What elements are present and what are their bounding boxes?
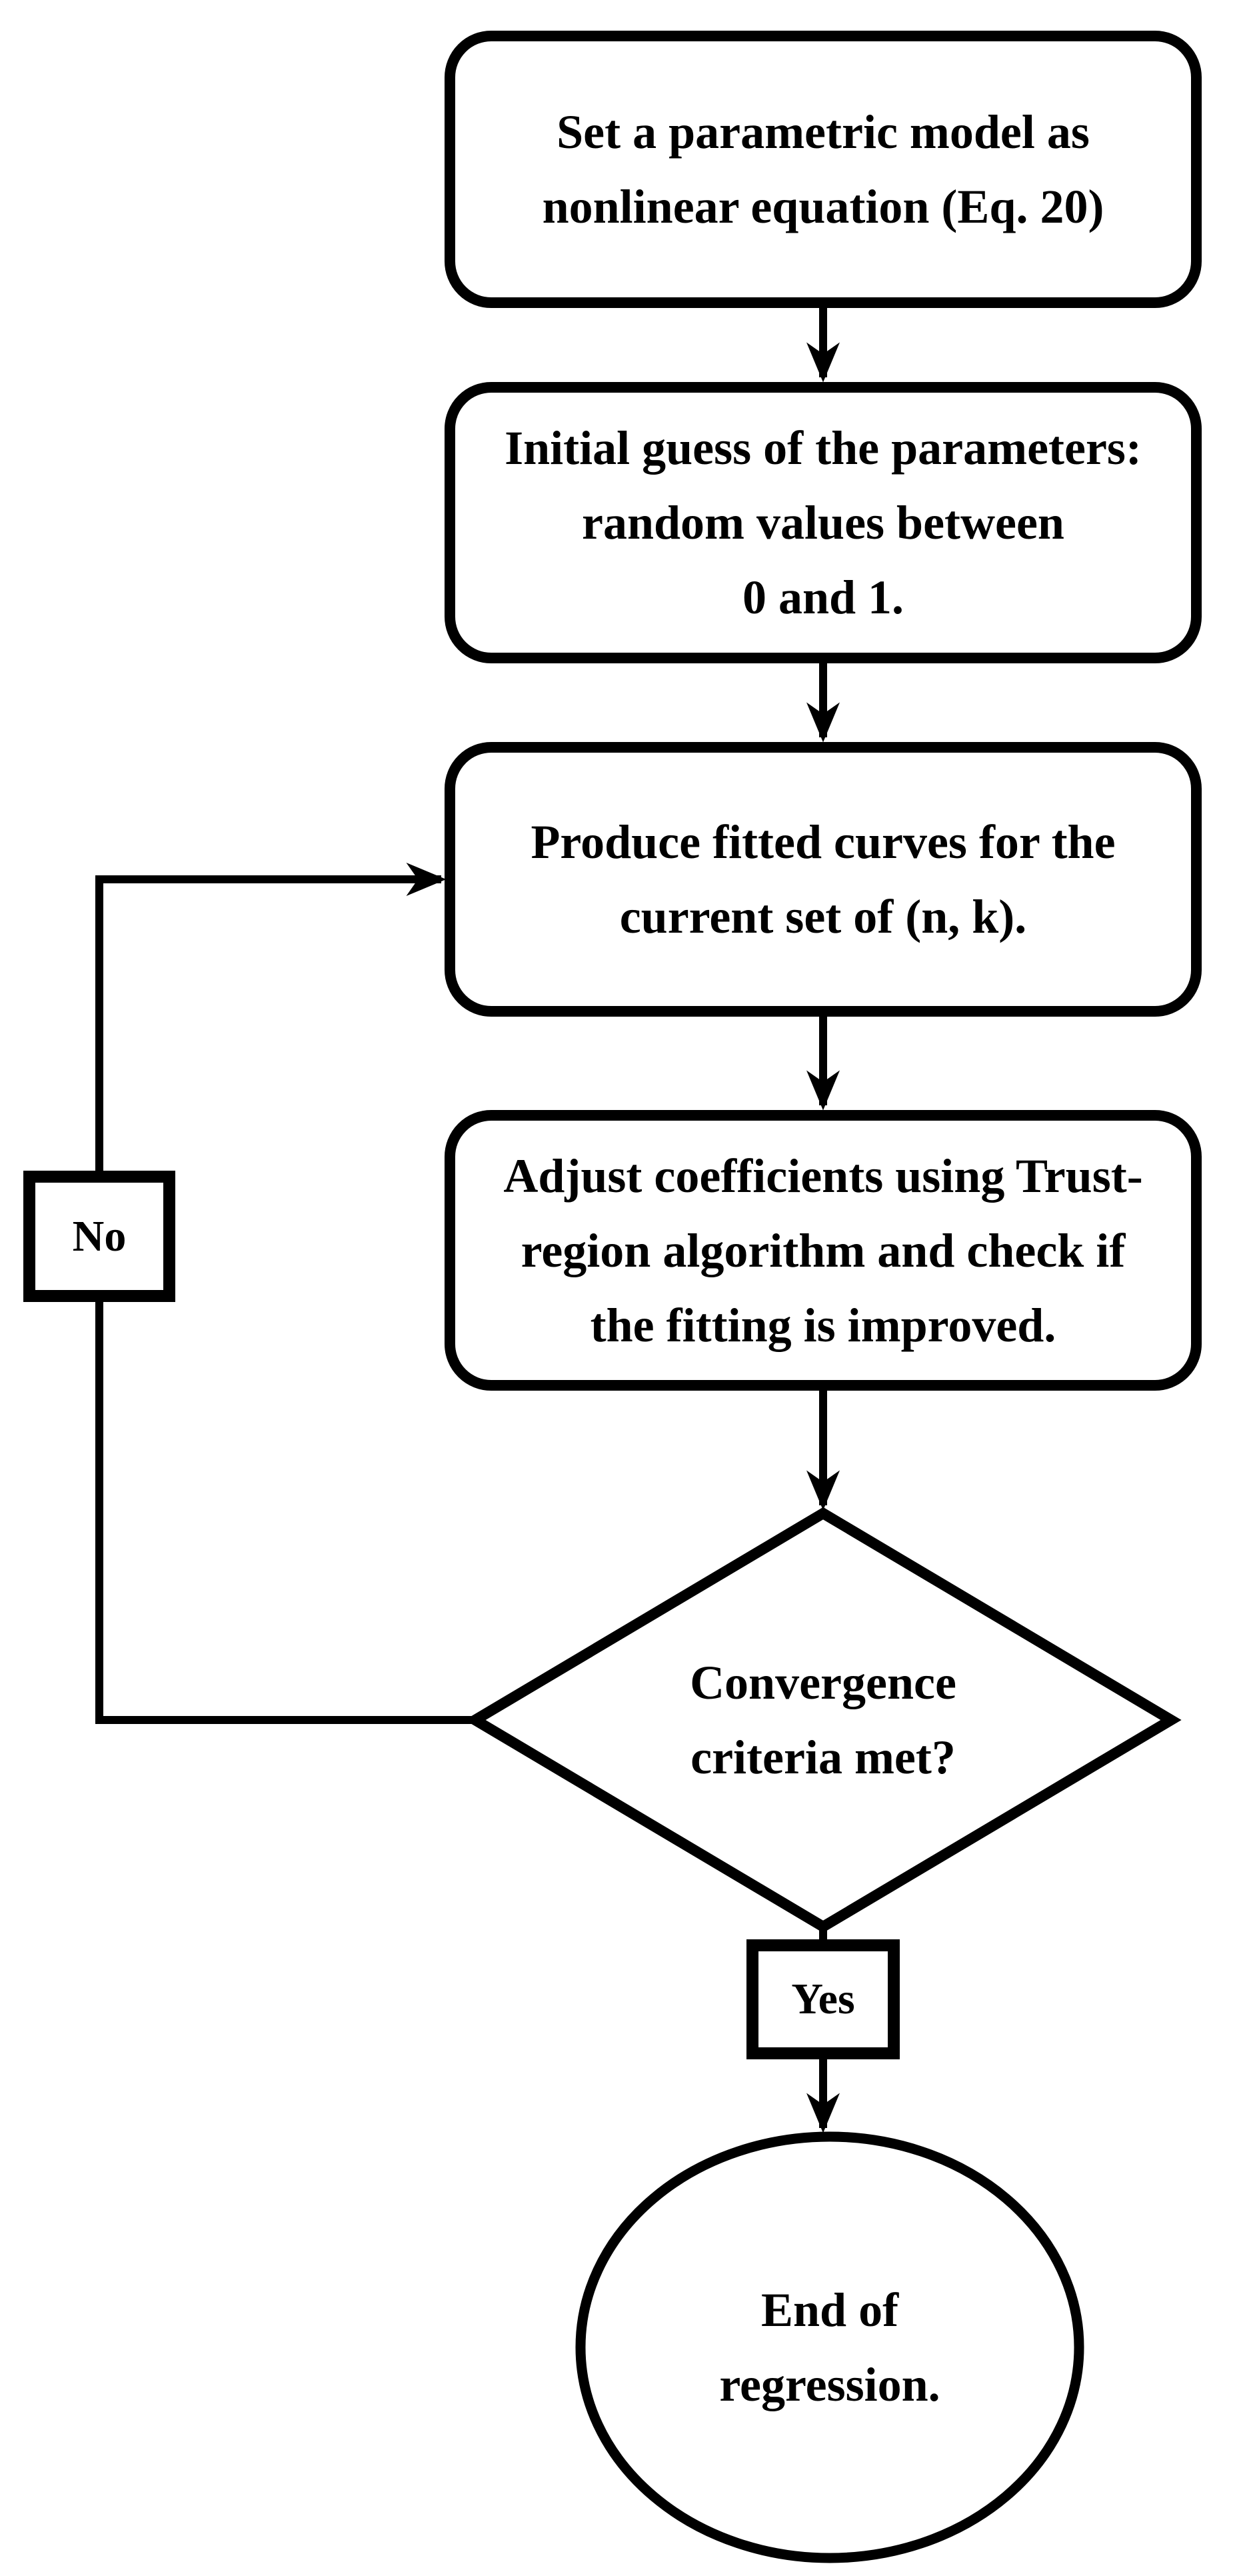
yes-label: Yes xyxy=(752,1945,894,2053)
text-line: nonlinear equation (Eq. 20) xyxy=(542,180,1104,233)
produce-curves-text: Produce fitted curves for the current se… xyxy=(450,747,1196,1011)
text-line: Convergence xyxy=(690,1656,956,1709)
process-box-produce-curves xyxy=(445,742,1202,1017)
convergence-decision-text: Convergence criteria met? xyxy=(490,1587,1156,1853)
process-box-initial-guess xyxy=(445,382,1202,663)
text-line: criteria met? xyxy=(690,1731,956,1784)
initial-guess-text: Initial guess of the parameters: random … xyxy=(450,387,1196,658)
text-line: Yes xyxy=(791,1975,855,2023)
process-box-set-model xyxy=(445,31,1202,308)
set-model-text: Set a parametric model as nonlinear equa… xyxy=(450,36,1196,303)
text-line: End of xyxy=(760,2283,899,2337)
yes-label-box xyxy=(746,1939,900,2059)
no-label: No xyxy=(29,1177,169,1296)
text-line: Produce fitted curves for the xyxy=(531,815,1116,869)
text-line: the fitting is improved. xyxy=(590,1298,1056,1352)
text-line: Set a parametric model as xyxy=(557,105,1090,159)
end-regression-text: End of regression. xyxy=(581,2137,1079,2557)
text-line: Adjust coefficients using Trust- xyxy=(503,1149,1143,1203)
text-line: 0 and 1. xyxy=(742,571,904,624)
process-box-adjust-coefficients xyxy=(445,1110,1202,1391)
text-line: random values between xyxy=(582,496,1064,549)
terminator-ellipse-end xyxy=(575,2131,1084,2563)
text-line: Initial guess of the parameters: xyxy=(505,421,1142,475)
adjust-coefficients-text: Adjust coefficients using Trust- region … xyxy=(450,1115,1196,1385)
no-label-box xyxy=(23,1171,175,1302)
decision-diamond-convergence xyxy=(465,1507,1182,1933)
text-line: region algorithm and check if xyxy=(521,1223,1126,1277)
text-line: regression. xyxy=(719,2358,940,2411)
text-line: current set of (n, k). xyxy=(619,890,1027,943)
text-line: No xyxy=(72,1211,127,1261)
